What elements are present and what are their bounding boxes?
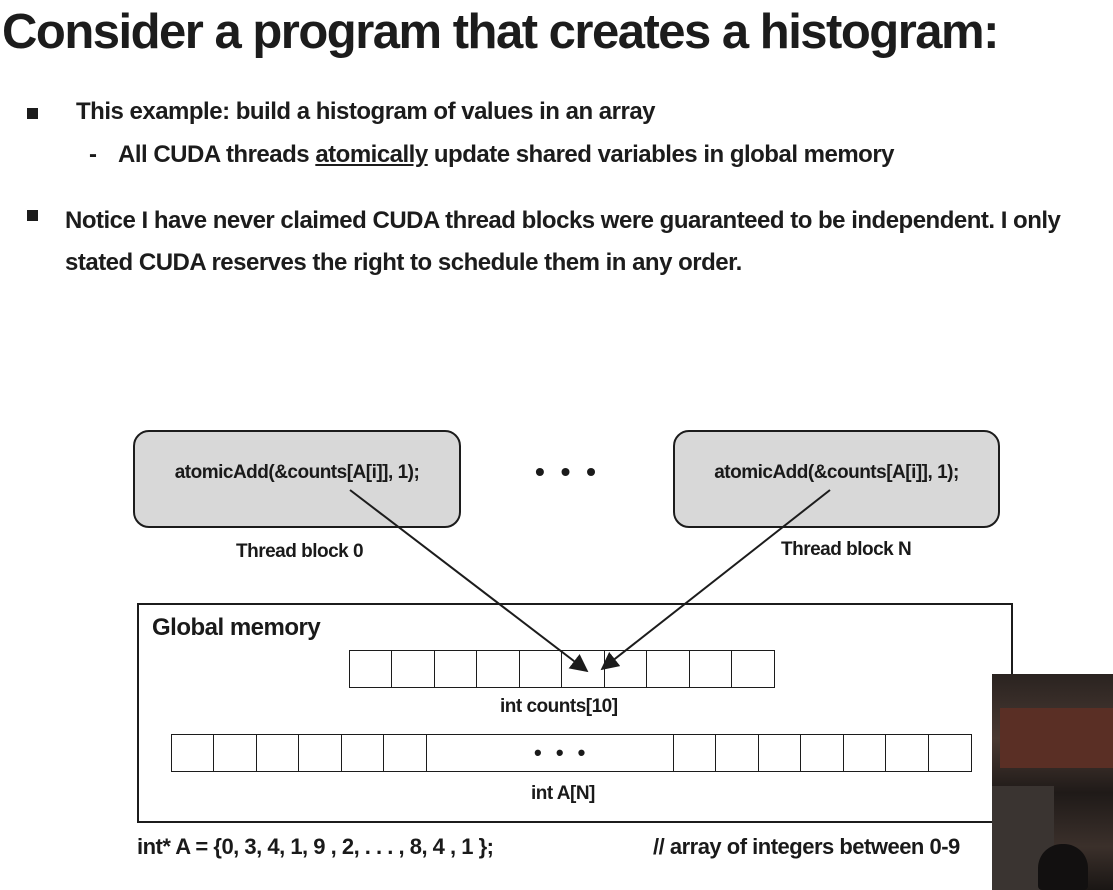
thread-block-n-code: atomicAdd(&counts[A[i]], 1); [714,462,959,483]
bullet-1-sub: All CUDA threads atomically update share… [118,141,895,169]
bullet-square-icon [27,210,38,221]
thread-block-0-label: Thread block 0 [236,541,364,562]
a-cell [715,734,759,772]
global-memory-title: Global memory [152,614,321,641]
arrow-block0-to-counts [349,489,589,673]
blocks-ellipsis: • • • [535,456,600,487]
counts-label: int counts[10] [500,696,618,717]
bullet-square-icon [27,108,38,119]
a-cell [255,734,300,772]
a-cell [672,734,717,772]
a-cell [383,734,427,772]
thread-block-0: atomicAdd(&counts[A[i]], 1); [133,430,461,528]
thread-block-0-code: atomicAdd(&counts[A[i]], 1); [174,462,420,483]
a-array-right [672,734,972,772]
a-cell [340,734,385,772]
counts-cell [391,650,435,688]
counts-cell [731,650,775,688]
bullet-2: Notice I have never claimed CUDA thread … [65,207,1061,276]
a-cell [170,734,215,772]
bullet-1: This example: build a histogram of value… [76,98,656,125]
bullet-1-sub-text-end: update shared variables in global memory [427,141,895,168]
dash-icon: - [89,141,97,168]
a-cell [927,734,972,772]
speaker-video-thumbnail [992,674,1113,890]
a-label: int A[N] [531,783,595,804]
a-cell [298,734,342,772]
counts-cell [646,650,690,688]
counts-cell [348,650,393,688]
thread-block-n: atomicAdd(&counts[A[i]], 1); [673,430,1000,528]
array-comment: // array of integers between 0-9 [653,834,960,859]
slide-title: Consider a program that creates a histog… [2,5,999,59]
video-person [1038,844,1088,890]
counts-cell [688,650,733,688]
underlined-word: atomically [315,141,428,168]
a-cell [800,734,844,772]
a-array-left [170,734,710,772]
counts-array [348,650,775,688]
array-init-code: int* A = {0, 3, 4, 1, 9 , 2, . . . , 8, … [137,834,494,859]
bullet-1-sub-text: All CUDA threads [118,141,316,168]
a-cell [213,734,257,772]
counts-cell [433,650,478,688]
array-ellipsis: • • • [534,740,590,765]
thread-block-n-label: Thread block N [781,539,912,560]
video-background-panel [1000,708,1113,768]
arrow-blockn-to-counts [600,489,831,671]
